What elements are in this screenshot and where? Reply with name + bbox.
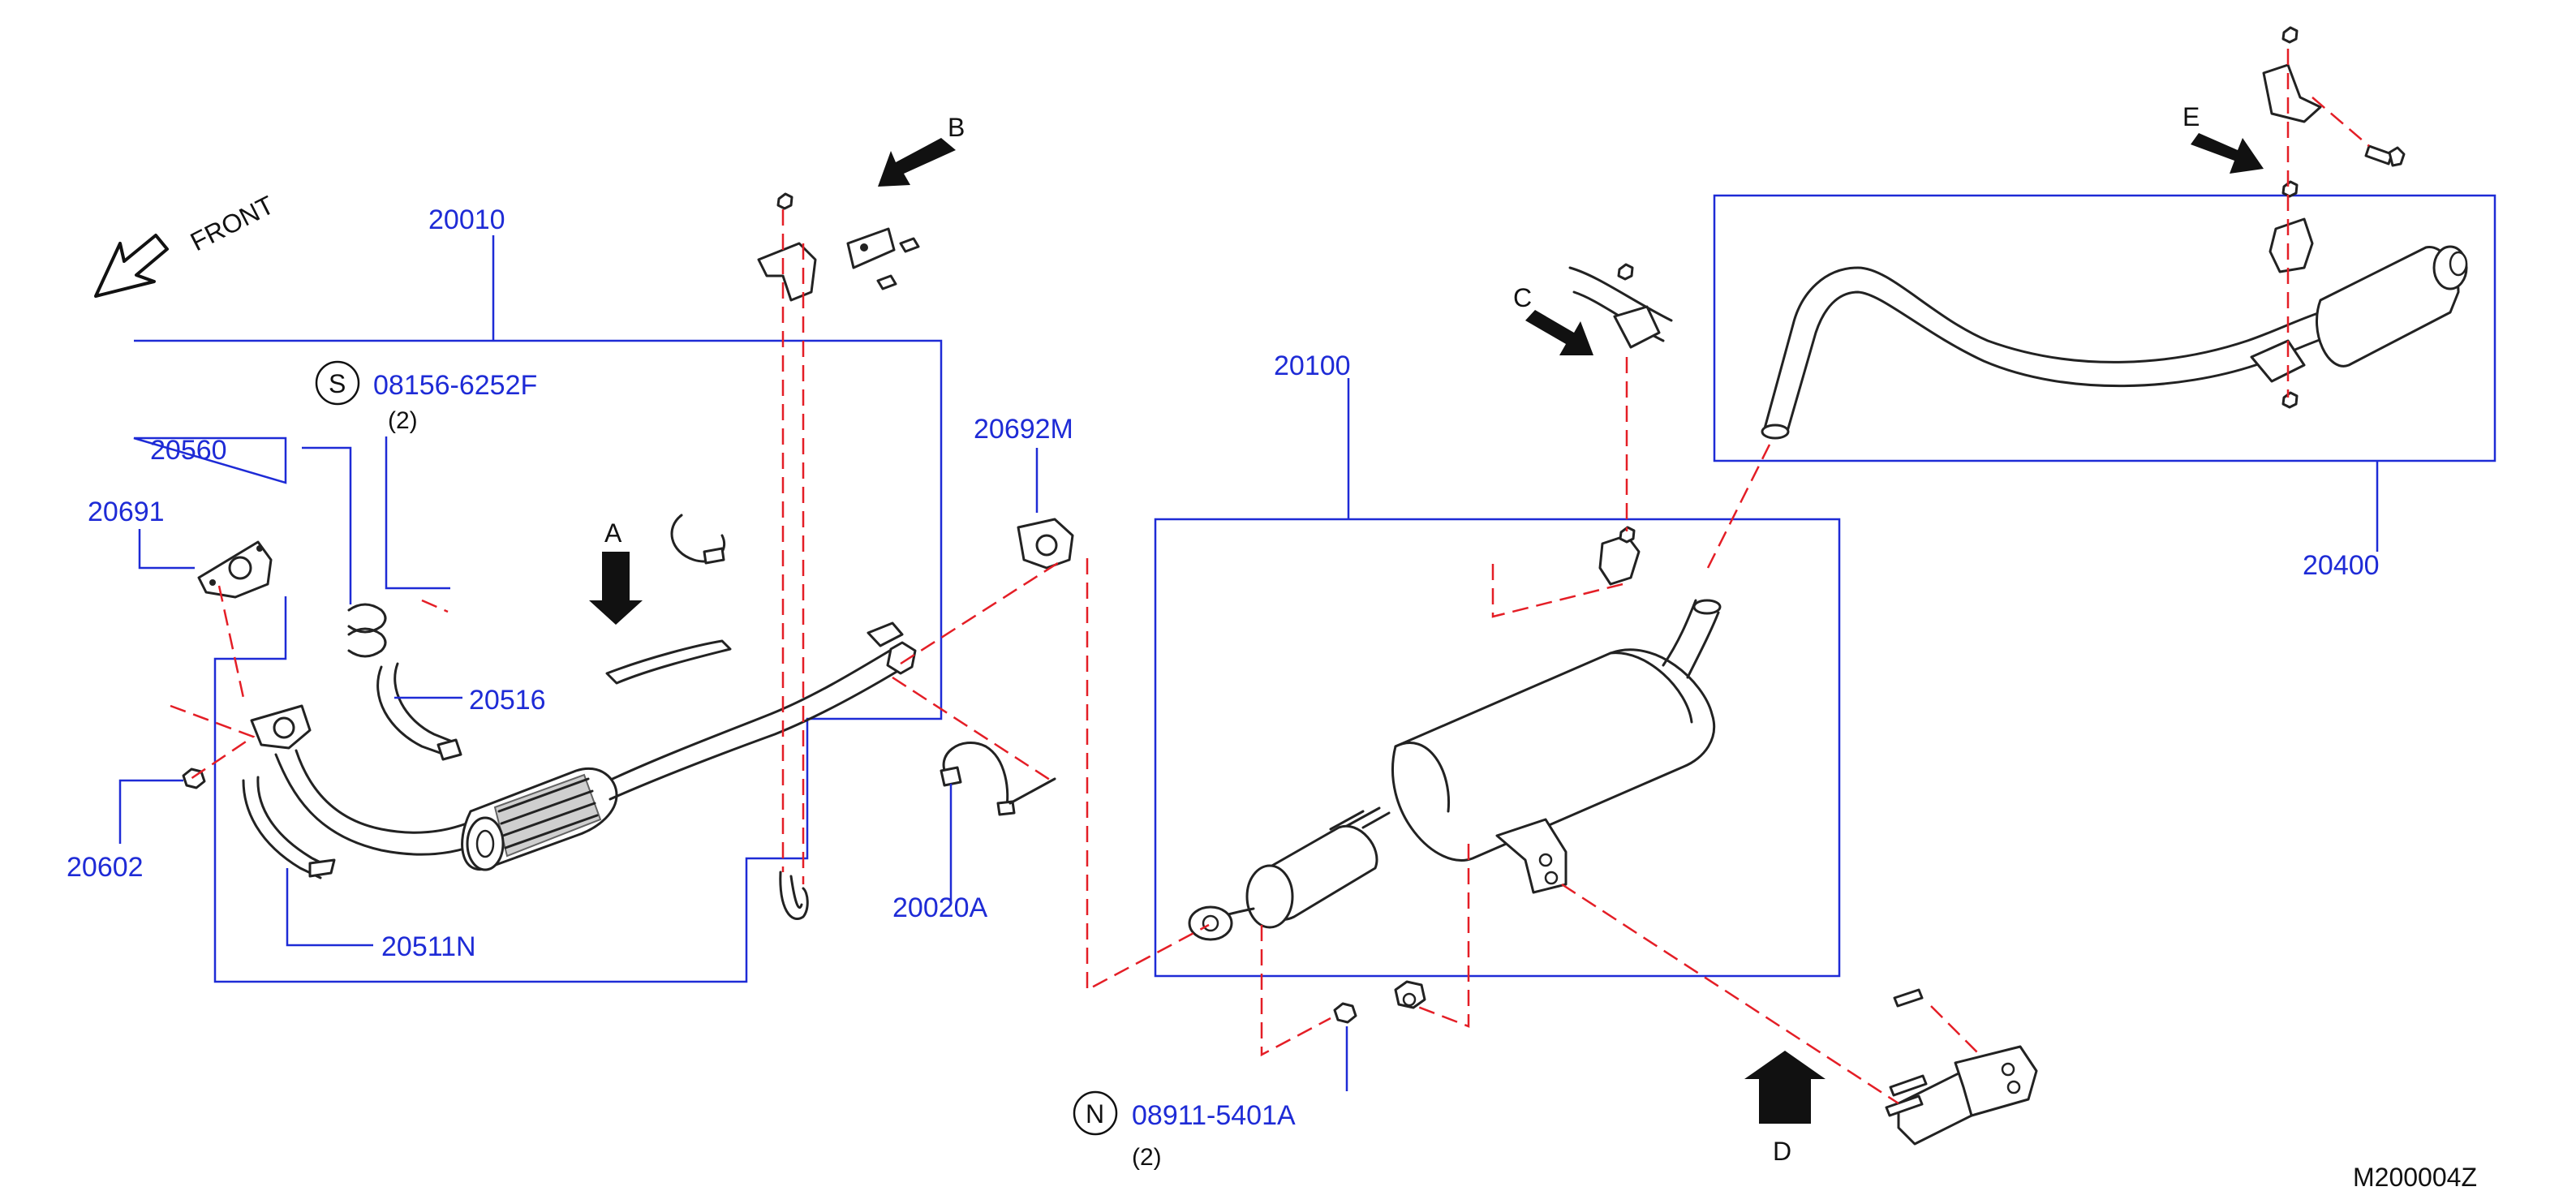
assembly-lines bbox=[170, 49, 2370, 1105]
view-b: B bbox=[757, 113, 965, 302]
part-20560: 20560 bbox=[150, 435, 387, 658]
view-b-arrow-icon bbox=[878, 138, 956, 187]
part-20511N: 20511N bbox=[242, 776, 476, 962]
front-tube-drawing bbox=[250, 621, 917, 871]
group-20100: 20100 bbox=[1154, 350, 1841, 978]
front-direction-indicator: FRONT bbox=[94, 190, 279, 298]
view-a: A bbox=[589, 518, 643, 625]
rear-muffler-drawing bbox=[1761, 180, 2468, 440]
bracket-e-drawing bbox=[2262, 63, 2322, 123]
view-b-label: B bbox=[948, 113, 965, 142]
label-20692M: 20692M bbox=[974, 414, 1073, 445]
hanger-20516-drawing bbox=[376, 662, 456, 756]
front-arrow-icon bbox=[94, 234, 169, 298]
qty-08911-5401A: (2) bbox=[1132, 1144, 1162, 1171]
label-20511N: 20511N bbox=[381, 931, 476, 962]
label-20400: 20400 bbox=[2303, 550, 2380, 581]
s-symbol-icon bbox=[315, 360, 360, 406]
part-20691: 20691 bbox=[88, 497, 273, 599]
center-muffler-drawing bbox=[1188, 526, 1722, 941]
label-20560: 20560 bbox=[150, 435, 227, 466]
label-20516: 20516 bbox=[469, 685, 546, 716]
view-d-label: D bbox=[1773, 1137, 1791, 1166]
qty-08156-6252F: (2) bbox=[388, 407, 418, 434]
group-box-20400 bbox=[1713, 194, 2496, 462]
front-label: FRONT bbox=[186, 190, 279, 256]
group-20010: 20010 bbox=[133, 204, 943, 983]
view-c-arrow-icon bbox=[1525, 310, 1593, 355]
clamp-upper-drawing bbox=[670, 514, 725, 565]
view-a-arrow-icon bbox=[589, 552, 643, 625]
label-20602: 20602 bbox=[67, 852, 144, 883]
label-08911-5401A: 08911-5401A bbox=[1132, 1100, 1296, 1131]
view-a-label: A bbox=[604, 518, 622, 548]
n-symbol-icon bbox=[1073, 1090, 1118, 1136]
bracket-20511N-drawing bbox=[242, 776, 330, 879]
standard-part-s: S 08156-6252F (2) bbox=[315, 360, 537, 590]
label-20020A: 20020A bbox=[892, 892, 988, 923]
view-e-arrow-icon bbox=[2191, 133, 2264, 174]
n-symbol-letter: N bbox=[1086, 1099, 1104, 1129]
label-20010: 20010 bbox=[428, 204, 505, 235]
hanger-lower-drawing bbox=[779, 871, 809, 920]
part-20692M: 20692M bbox=[974, 414, 1074, 570]
clamp-20020A-drawing bbox=[942, 742, 1009, 813]
part-20602: 20602 bbox=[67, 768, 206, 883]
view-d: D bbox=[1744, 988, 2038, 1166]
standard-part-n: N 08911-5401A (2) bbox=[1073, 980, 1426, 1171]
figure-code: M200004Z bbox=[2353, 1163, 2477, 1192]
part-20020A: 20020A bbox=[892, 742, 1056, 923]
group-20400: 20400 bbox=[1713, 194, 2496, 581]
view-e: E bbox=[2183, 26, 2406, 174]
group-box-20010 bbox=[133, 339, 943, 983]
group-box-20100 bbox=[1154, 518, 1841, 978]
clamp-20560-drawing bbox=[347, 603, 387, 658]
s-symbol-letter: S bbox=[329, 369, 346, 398]
view-c-label: C bbox=[1513, 283, 1532, 312]
view-e-label: E bbox=[2183, 102, 2200, 131]
label-20100: 20100 bbox=[1274, 350, 1351, 381]
label-20691: 20691 bbox=[88, 497, 165, 527]
part-20516: 20516 bbox=[376, 662, 546, 761]
view-c: C bbox=[1513, 263, 1673, 355]
nut-n-small-drawing bbox=[1333, 1002, 1357, 1024]
label-08156-6252F: 08156-6252F bbox=[373, 370, 537, 401]
view-d-arrow-icon bbox=[1744, 1051, 1826, 1124]
bracket-b-drawing bbox=[757, 242, 817, 302]
